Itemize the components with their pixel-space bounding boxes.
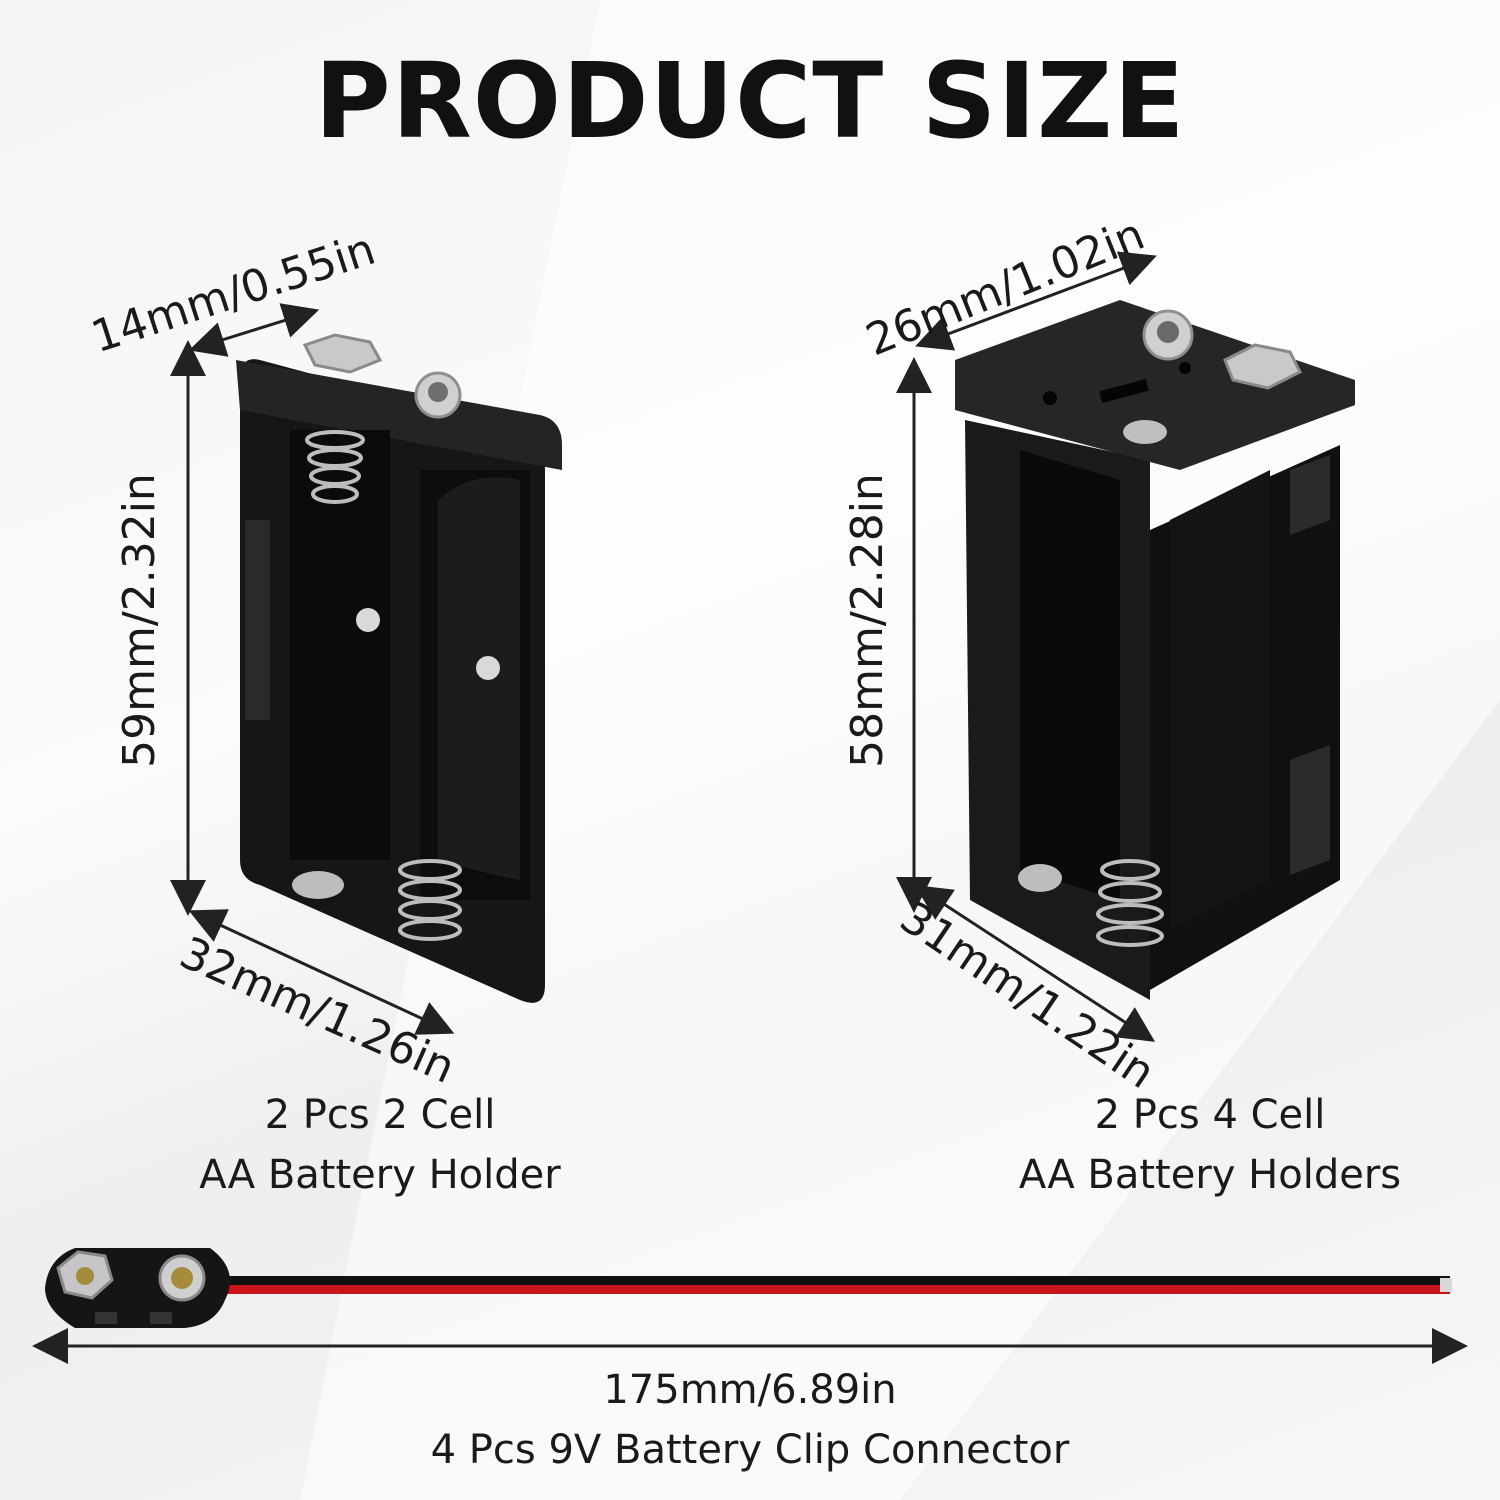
red-wire <box>225 1285 1450 1294</box>
black-wire <box>225 1276 1450 1285</box>
clip-9v-body <box>45 1248 1452 1328</box>
clip-9v-caption: 175mm/6.89in 4 Pcs 9V Battery Clip Conne… <box>250 1360 1250 1480</box>
holder-2cell-caption-line2: AA Battery Holder <box>199 1152 561 1198</box>
page-title: PRODUCT SIZE <box>314 40 1186 162</box>
clip-9v-caption-text: 4 Pcs 9V Battery Clip Connector <box>430 1427 1070 1473</box>
holder-2cell-caption: 2 Pcs 2 Cell AA Battery Holder <box>130 1085 630 1205</box>
clip-9v-length-label: 175mm/6.89in <box>603 1367 897 1413</box>
holder-4cell-caption-line1: 2 Pcs 4 Cell <box>1094 1092 1326 1138</box>
holder-2cell-caption-line1: 2 Pcs 2 Cell <box>264 1092 496 1138</box>
holder-4cell-caption: 2 Pcs 4 Cell AA Battery Holders <box>960 1085 1460 1205</box>
holder-4cell-caption-line2: AA Battery Holders <box>1018 1152 1402 1198</box>
holder-2cell-body <box>236 333 562 1003</box>
